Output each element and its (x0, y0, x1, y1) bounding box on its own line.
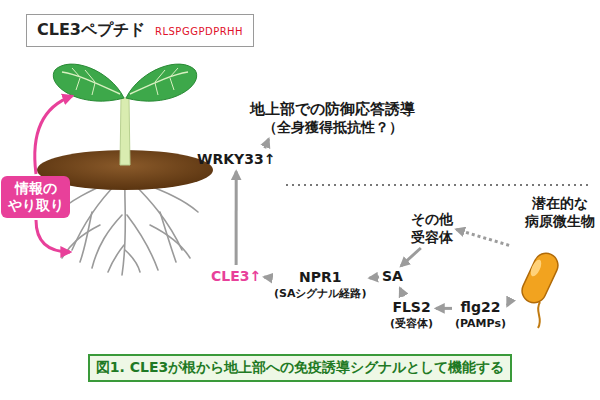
node-text: WRKY33↑ (197, 151, 275, 169)
title-box: CLE3ペプチド RLSPGGPDPRHH (26, 14, 254, 47)
node-subtext: (受容体) (390, 317, 433, 331)
signal-arrow (265, 139, 269, 148)
signal-arrow (235, 172, 238, 266)
pathogen-node: 潜在的な 病原微生物 (512, 195, 596, 330)
bacterium-icon (514, 240, 574, 330)
node-subtext: RLSPGGPDPRHH (155, 26, 243, 37)
exchange-label: 情報の やり取り (1, 176, 70, 218)
node-text: CLE3ペプチド (37, 20, 145, 41)
pamp-text: flg22(PAMPs) (455, 299, 506, 330)
node-subtext: （全身獲得抵抗性？） (250, 119, 415, 137)
ground-line (286, 184, 592, 186)
signal-arrow (456, 229, 509, 245)
node-text: その他 受容体 (410, 211, 453, 246)
stem (120, 98, 130, 165)
node-text: FLS2 (390, 299, 433, 317)
node-subtext: (SAシグナル経路) (274, 287, 367, 301)
figure-caption: 図1. CLE3が根から地上部への免疫誘導シグナルとして機能する (88, 354, 512, 382)
gene-label: WRKY33↑ (197, 151, 275, 169)
signal-arrow (370, 277, 380, 278)
roots (55, 178, 198, 275)
node-subtext: (PAMPs) (455, 317, 506, 331)
exchange-arrow (36, 220, 70, 252)
node-text: flg22 (455, 299, 506, 317)
signal-arrow (400, 288, 404, 296)
receptor-text: FLS2(受容体) (390, 299, 433, 330)
node-text: 情報の やり取り (7, 180, 64, 214)
signal-arrow (436, 307, 452, 310)
receptor-text: その他 受容体 (410, 211, 453, 246)
cotyledons (53, 64, 196, 101)
node-text: 潜在的な 病原微生物 (525, 195, 596, 230)
response-text: 地上部での防御応答誘導（全身獲得抵抗性？） (250, 100, 415, 136)
signal-arrow (507, 299, 510, 306)
signal-arrow (264, 276, 271, 280)
node-text: SA (382, 268, 403, 286)
node-text: CLE3↑ (211, 268, 261, 286)
signal-arrow (401, 248, 421, 266)
gene-label: CLE3↑ (211, 268, 261, 286)
node-text: NPR1 (274, 269, 367, 287)
pathway-text: NPR1(SAシグナル経路) (274, 269, 367, 300)
hormone-label: SA (382, 268, 403, 286)
node-text: 地上部での防御応答誘導 (250, 100, 415, 119)
exchange-arrow (35, 96, 72, 174)
